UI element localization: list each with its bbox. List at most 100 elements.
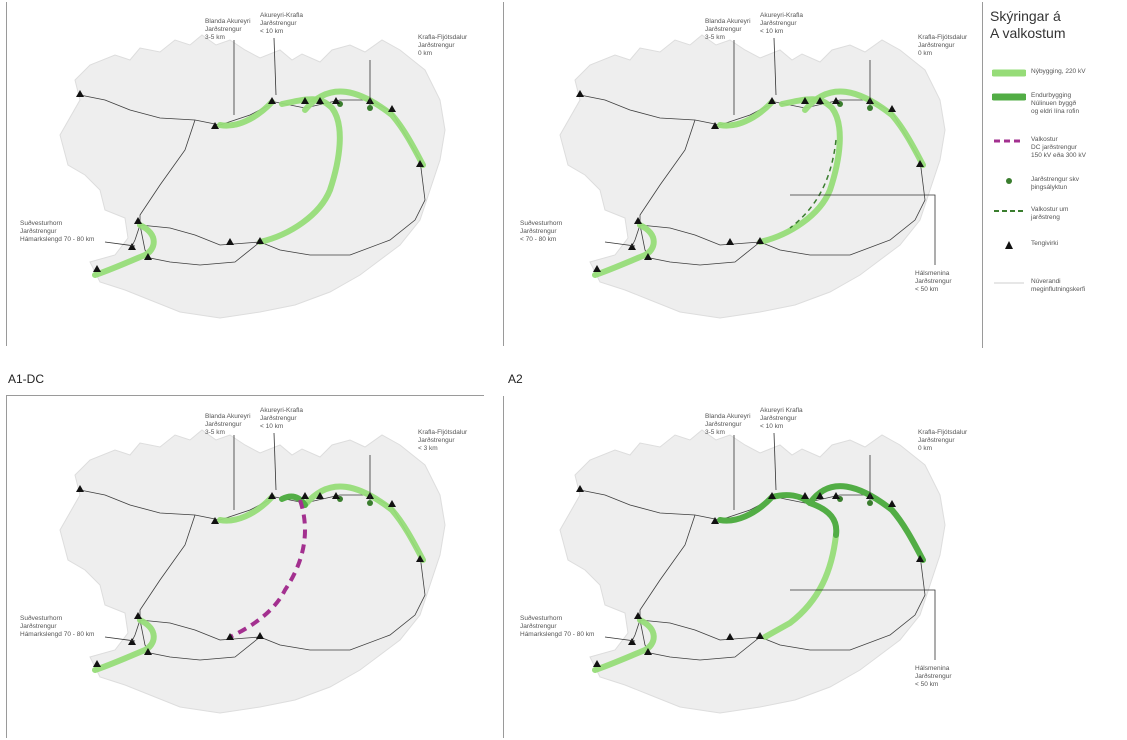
existing-grid-line (639, 514, 696, 620)
substation-triangle-icon (816, 97, 824, 104)
rebuild-line (279, 493, 308, 508)
substation-triangle-icon (888, 105, 896, 112)
new-line-220kv (802, 88, 926, 168)
substation-triangle-icon (1005, 241, 1013, 249)
legend-title-line1: Skýringar á (990, 8, 1061, 24)
substation-triangle-icon (211, 517, 219, 524)
substation-triangle-icon (726, 238, 734, 245)
map-label-holasand-line: Jarðstrengur (915, 673, 952, 680)
map-label-sudvestur-line: Jarðstrengur (20, 623, 57, 630)
new-line-220kv (592, 222, 657, 278)
substation-triangle-icon (128, 638, 136, 645)
existing-grid-line (139, 514, 196, 620)
cable-dot (867, 105, 873, 111)
callout-arrow-sudvestur (604, 241, 636, 247)
cable-dot (367, 500, 373, 506)
existing-grid-symbol (994, 282, 1024, 284)
existing-grid-line (259, 554, 426, 651)
callout-arrow-krafla (773, 37, 777, 96)
map-label-sudvestur-line: Suðvesturhorn (520, 615, 563, 622)
substation-triangle-icon (726, 633, 734, 640)
substation-triangle-icon (593, 660, 601, 667)
map-label-blanda-line: Blanda Akureyri (705, 413, 751, 420)
legend-label-cable-option-2: jarðstreng (1031, 214, 1060, 221)
map-label-sudvestur-line: Jarðstrengur (520, 623, 557, 630)
substation-triangle-icon (268, 492, 276, 499)
callout-arrow-sudvestur (104, 636, 136, 642)
frame-divider-vertical-top-left (6, 2, 7, 346)
existing-grid-line (759, 554, 926, 651)
substation-triangle-icon (226, 633, 234, 640)
legend-label-dc-3: 150 kV eða 300 kV (1031, 152, 1086, 159)
map-label-sudvestur-line: Suðvesturhorn (20, 615, 63, 622)
map-label-blanda-line: Blanda Akureyri (705, 18, 751, 25)
legend-label-grid-2: meginflutningskerfi (1031, 286, 1086, 293)
substation-triangle-icon (634, 612, 642, 619)
legend-label-new-line: Nýbygging, 220 kV (1031, 68, 1086, 75)
callout-arrow-krafla (273, 432, 277, 491)
substation-triangle-icon (134, 612, 142, 619)
substation-triangle-icon (388, 500, 396, 507)
legend-label-substation: Tengivirki (1031, 240, 1059, 247)
map-label-sudvestur-line: Hámarkslengd 70 - 80 km (20, 631, 95, 638)
legend-label-grid-1: Núverandi (1031, 278, 1061, 285)
substation-triangle-icon (768, 492, 776, 499)
substation-triangle-icon (816, 492, 824, 499)
substation-triangle-icon (768, 97, 776, 104)
new-line-220kv (92, 222, 157, 278)
map-label-sudvestur-line: Jarðstrengur (520, 228, 557, 235)
legend-label-rebuild-1: Endurbygging (1031, 92, 1072, 99)
substation-triangle-icon (332, 492, 340, 499)
new-line-symbol (992, 69, 1026, 77)
existing-grid-line (579, 489, 721, 521)
frame-divider-vertical-bottom-left (6, 396, 7, 738)
callout-arrow-holasand (790, 589, 936, 660)
new-line-220kv (302, 88, 426, 168)
iceland-landmass (59, 34, 446, 319)
legend-title-line2: A valkostum (990, 25, 1066, 41)
dc-option-symbol (994, 139, 1024, 143)
map-label-krafla-line: < 10 km (760, 28, 784, 35)
legend-label-dc-2: DC jarðstrengur (1031, 144, 1077, 151)
map-label-krafla-line: < 10 km (260, 423, 284, 430)
frame-divider-vertical-legend (982, 2, 983, 348)
substation-triangle-icon (144, 648, 152, 655)
rebuild-line-symbol (992, 93, 1026, 101)
cable-dot (367, 105, 373, 111)
map-label-fljotsdalur-line: Krafla-Fljótsdalur (918, 34, 968, 41)
rebuild-line (807, 483, 926, 563)
new-line-220kv (762, 532, 839, 640)
cable-option-symbol (994, 210, 1024, 212)
frame-divider-vertical-bottom-middle (503, 396, 504, 738)
map-label-krafla-line: Akureyri-Krafla (760, 12, 803, 19)
legend-label-rebuild-2: Núlinuen byggð (1031, 100, 1077, 107)
existing-grid-line (79, 489, 221, 521)
panel-title-a2: A2 (508, 372, 523, 386)
rebuild-line (807, 500, 840, 538)
cable-dot (867, 500, 873, 506)
map-label-fljotsdalur-line: < 3 km (418, 445, 438, 452)
map-label-blanda-line: Blanda Akureyri (205, 18, 251, 25)
iceland-landmass (59, 429, 446, 714)
map-svg-a1-cable (559, 34, 946, 319)
substation-triangle-icon (628, 638, 636, 645)
substation-triangle-icon (576, 485, 584, 492)
legend-title: Skýringar á A valkostum (990, 8, 1065, 42)
frame-divider-vertical-top-middle (503, 2, 504, 346)
new-line-220kv (302, 483, 426, 563)
substation-triangle-icon (634, 217, 642, 224)
substation-triangle-icon (93, 265, 101, 272)
map-label-holasand-line: Jarðstrengur (915, 278, 952, 285)
new-line-220kv (217, 494, 275, 524)
